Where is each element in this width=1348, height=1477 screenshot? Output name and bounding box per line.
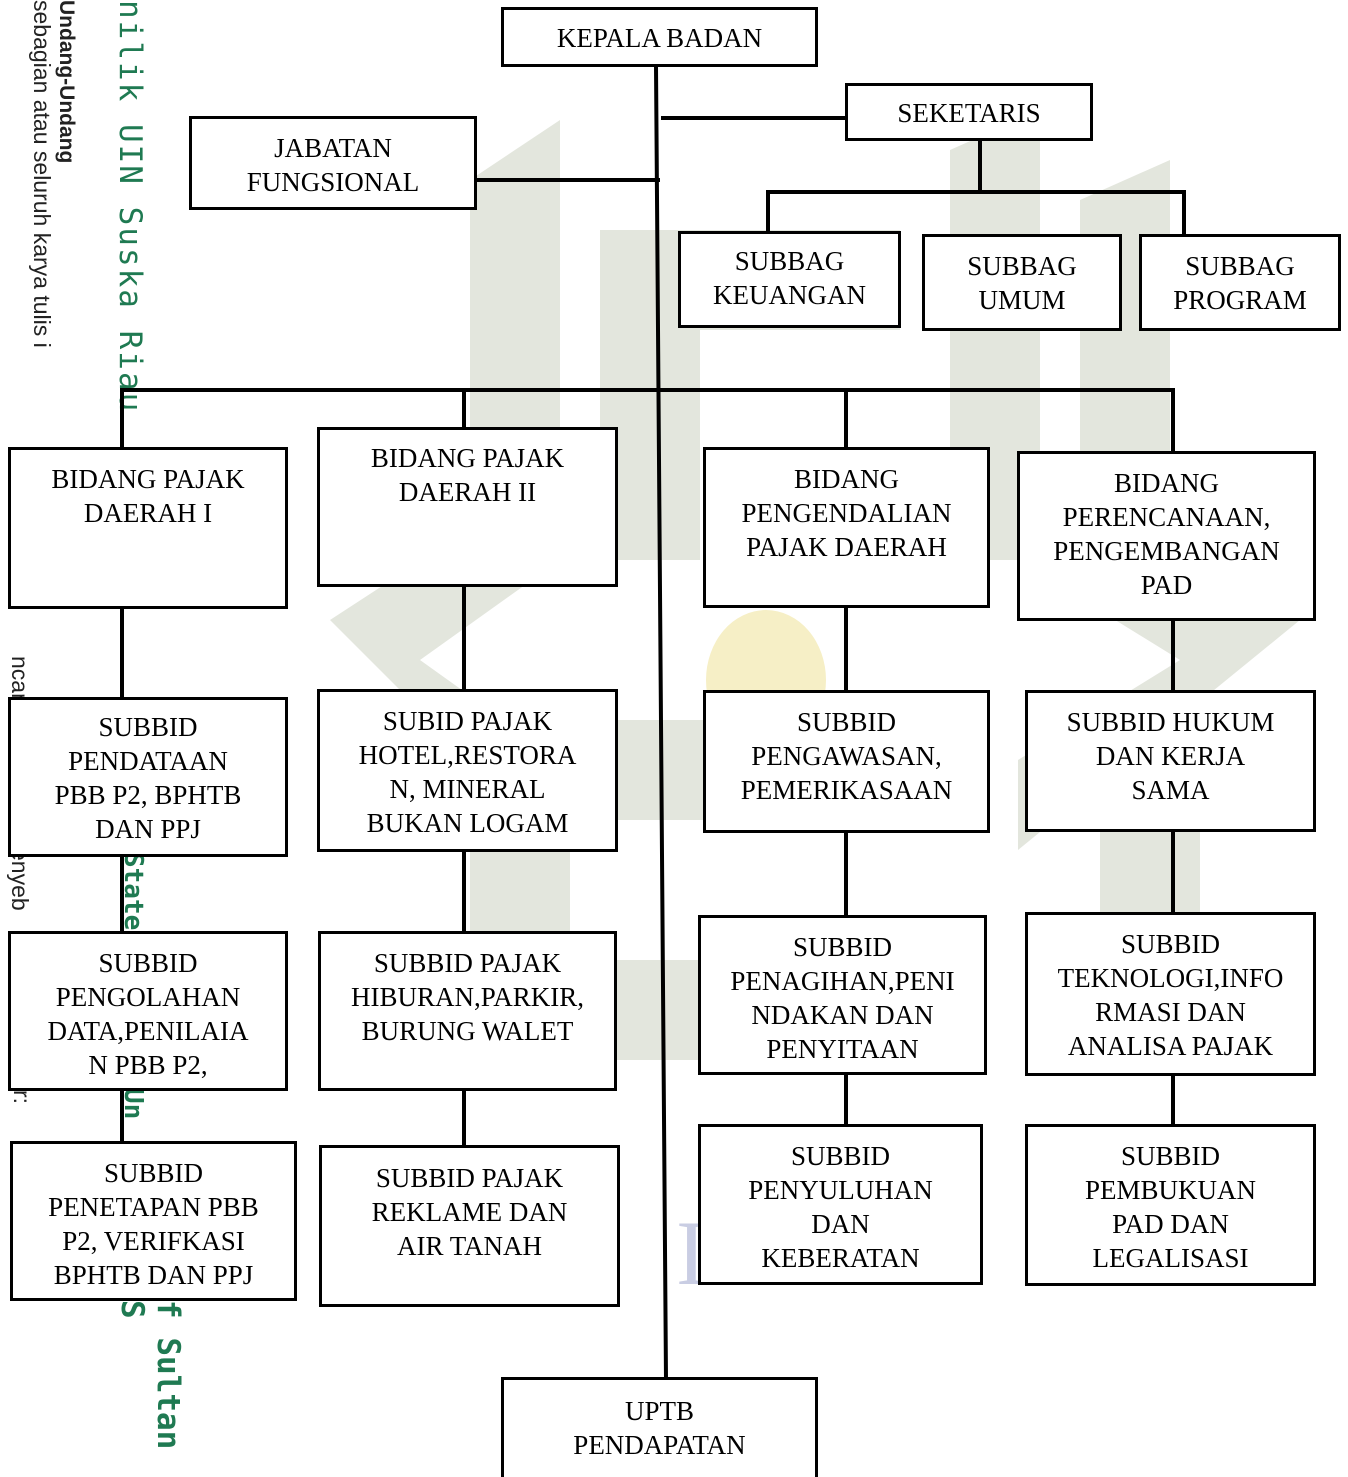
- node-uptb-pendapatan: UPTB PENDAPATAN: [501, 1377, 818, 1477]
- node-subbid-teknologi: SUBBID TEKNOLOGI,INFO RMASI DAN ANALISA …: [1025, 912, 1316, 1076]
- node-subbid-penetapan: SUBBID PENETAPAN PBB P2, VERIFKASI BPHTB…: [10, 1141, 297, 1301]
- node-subbid-pembukuan: SUBBID PEMBUKUAN PAD DAN LEGALISASI: [1025, 1124, 1316, 1286]
- node-bidang-pengendalian: BIDANG PENGENDALIAN PAJAK DAERAH: [703, 447, 990, 608]
- node-subbid-penyuluhan: SUBBID PENYULUHAN DAN KEBERATAN: [698, 1124, 983, 1285]
- side-fragment: f Sultan S: [114, 1300, 186, 1450]
- node-subbid-penagihan: SUBBID PENAGIHAN,PENI NDAKAN DAN PENYITA…: [698, 915, 987, 1075]
- node-bidang-pajak-daerah-1: BIDANG PAJAK DAERAH I: [8, 447, 288, 609]
- node-subbag-umum: SUBBAG UMUM: [922, 234, 1122, 331]
- side-fragment: enyeb: [7, 848, 33, 911]
- node-bidang-pajak-daerah-2: BIDANG PAJAK DAERAH II: [317, 427, 618, 587]
- node-subbid-pengawasan: SUBBID PENGAWASAN, PEMERIKASAAN: [703, 690, 990, 833]
- node-kepala-badan: KEPALA BADAN: [501, 7, 818, 67]
- node-subbid-pajak-hiburan: SUBBID PAJAK HIBURAN,PARKIR, BURUNG WALE…: [318, 931, 617, 1091]
- node-subbid-pajak-reklame: SUBBID PAJAK REKLAME DAN AIR TANAH: [319, 1145, 620, 1307]
- side-text-undang: Undang-Undang: [55, 0, 78, 164]
- side-fragment: r:: [9, 1090, 35, 1105]
- node-subbid-pendataan: SUBBID PENDATAAN PBB P2, BPHTB DAN PPJ: [8, 697, 288, 857]
- node-subbag-program: SUBBAG PROGRAM: [1139, 234, 1341, 331]
- node-subbag-keuangan: SUBBAG KEUANGAN: [678, 231, 901, 328]
- side-text-uin: nilik UIN Suska Riau: [112, 0, 148, 414]
- node-subbid-hukum: SUBBID HUKUM DAN KERJA SAMA: [1025, 690, 1316, 832]
- node-subbid-pengolahan: SUBBID PENGOLAHAN DATA,PENILAIA N PBB P2…: [8, 931, 288, 1091]
- node-jabatan-fungsional: JABATAN FUNGSIONAL: [189, 116, 477, 210]
- node-seketaris: SEKETARIS: [845, 83, 1093, 141]
- node-subbid-pajak-hotel: SUBID PAJAK HOTEL,RESTORA N, MINERAL BUK…: [317, 689, 618, 852]
- node-bidang-perencanaan: BIDANG PERENCANAAN, PENGEMBANGAN PAD: [1017, 451, 1316, 621]
- side-text-karya: sebagian atau seluruh karya tulis i: [29, 0, 55, 348]
